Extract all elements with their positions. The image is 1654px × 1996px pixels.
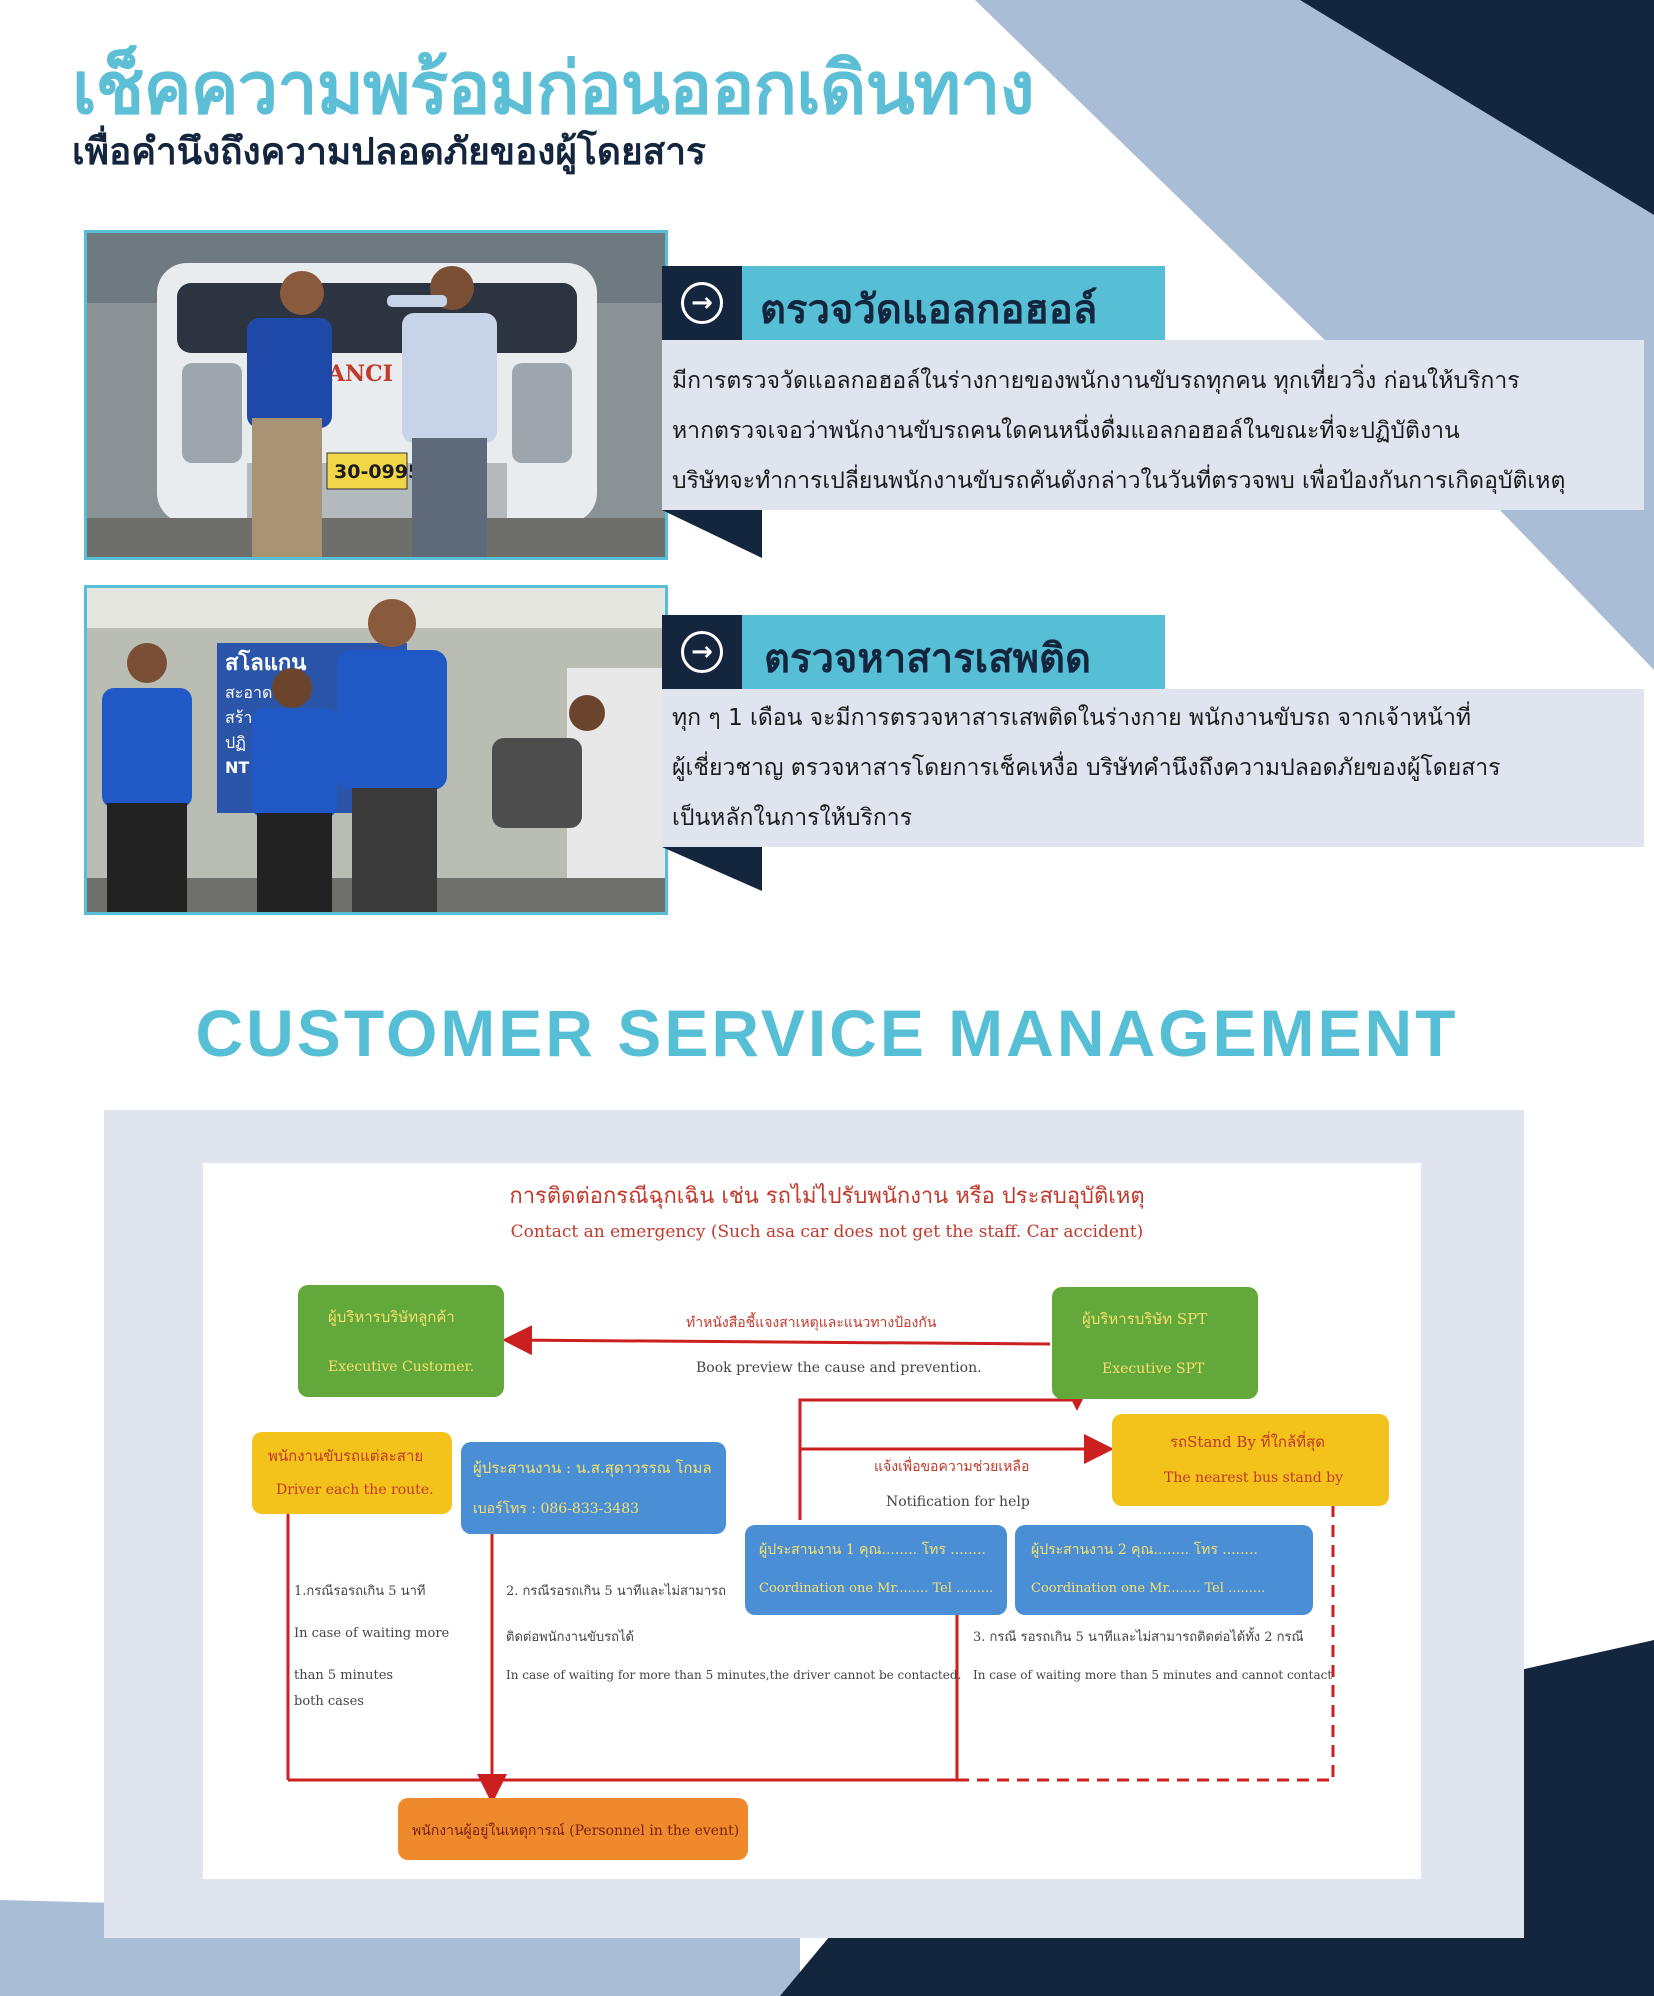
coordinator-2-th: ผู้ประสานงาน 2 คุณ........ โทร ........ (1031, 1542, 1258, 1558)
slogan-line-2: สร้าง (225, 708, 260, 727)
case1-line-2: In case of waiting more (294, 1626, 450, 1641)
coordinator-2-en: Coordination one Mr........ Tel ........… (1031, 1581, 1266, 1596)
exec-customer-en: Executive Customer. (328, 1359, 475, 1375)
section-drug-header: ตรวจหาสารเสพติด (742, 615, 1165, 689)
driver-th: พนักงานขับรถแต่ละสาย (268, 1447, 424, 1465)
page-subtitle: เพื่อคำนึงถึงความปลอดภัยของผู้โดยสาร (72, 130, 706, 173)
standby-box: รถStand By ที่ใกล้ที่สุด The nearest bus… (1112, 1414, 1389, 1506)
arrow-right-circle-icon: → (681, 631, 723, 673)
case1-line-1: 1.กรณีรอรถเกิน 5 นาที (294, 1584, 426, 1599)
alcohol-line-2: หากตรวจเจอว่าพนักงานขับรถคนใดคนหนึ่งดื่ม… (672, 418, 1460, 444)
case1-line-4: both cases (294, 1694, 364, 1709)
alcohol-test-illustration: SANCI 30-0995 (87, 233, 665, 557)
notify-th: แจ้งเพื่อขอความช่วยเหลือ (874, 1459, 1030, 1475)
case1-line-3: than 5 minutes (294, 1668, 394, 1683)
drug-line-2: ผู้เชี่ยวชาญ ตรวจหาสารโดยการเช็คเหงื่อ บ… (672, 755, 1501, 781)
notify-en: Notification for help (886, 1494, 1030, 1510)
coordinator-2-box: ผู้ประสานงาน 2 คุณ........ โทร ........ … (1015, 1525, 1313, 1615)
personnel-label: พนักงานผู้อยู่ในเหตุการณ์ (Personnel in … (412, 1823, 740, 1839)
license-plate-text: 30-0995 (334, 461, 421, 483)
flowchart-sheet (203, 1163, 1421, 1879)
book-th: ทำหนังสือชี้แจงสาเหตุและแนวทางป้องกัน (686, 1315, 937, 1331)
page-title: เช็คความพร้อมก่อนออกเดินทาง (72, 46, 1035, 130)
coordinator-1-en: Coordination one Mr........ Tel ........… (759, 1581, 994, 1596)
photo-alcohol-test: SANCI 30-0995 (84, 230, 668, 560)
alcohol-line-1: มีการตรวจวัดแอลกอฮอล์ในร่างกายของพนักงาน… (672, 368, 1520, 394)
exec-customer-th: ผู้บริหารบริษัทลูกค้า (328, 1308, 455, 1326)
slogan-line-4: NT (225, 758, 249, 777)
coordinator-box: ผู้ประสานงาน : น.ส.สุดาวรรณ โกมล เบอร์โท… (461, 1442, 726, 1534)
case2-line-2: ติดต่อพนักงานขับรถได้ (506, 1630, 634, 1645)
drug-line-1: ทุก ๆ 1 เดือน จะมีการตรวจหาสารเสพติดในร่… (672, 705, 1472, 731)
section-alcohol-icon-box: → (662, 266, 742, 340)
personnel-box: พนักงานผู้อยู่ในเหตุการณ์ (Personnel in … (398, 1798, 748, 1860)
coordinator-name: ผู้ประสานงาน : น.ส.สุดาวรรณ โกมล (473, 1459, 712, 1477)
section-alcohol-body (662, 340, 1644, 510)
exec-customer-box: ผู้บริหารบริษัทลูกค้า Executive Customer… (298, 1285, 504, 1397)
drug-line-3: เป็นหลักในการให้บริการ (672, 805, 913, 831)
coordinator-1-th: ผู้ประสานงาน 1 คุณ........ โทร ........ (759, 1542, 986, 1558)
standby-en: The nearest bus stand by (1164, 1470, 1344, 1486)
case3-line-2: In case of waiting more than 5 minutes a… (973, 1668, 1333, 1682)
section-alcohol-title: ตรวจวัดแอลกอฮอล์ (760, 287, 1098, 333)
exec-spt-en: Executive SPT (1102, 1361, 1205, 1377)
coordinator-1-box: ผู้ประสานงาน 1 คุณ........ โทร ........ … (745, 1525, 1007, 1615)
section-drug-title: ตรวจหาสารเสพติด (764, 636, 1091, 682)
section-drug-icon-box: → (662, 615, 742, 689)
alcohol-line-3: บริษัทจะทำการเปลี่ยนพนักงานขับรถคันดังกล… (672, 468, 1566, 494)
exec-spt-th: ผู้บริหารบริษัท SPT (1082, 1310, 1208, 1328)
flow-title-th: การติดต่อกรณีฉุกเฉิน เช่น รถไม่ไปรับพนัก… (509, 1184, 1145, 1209)
section-drug-body (662, 689, 1644, 847)
flow-title-en: Contact an emergency (Such asa car does … (510, 1222, 1144, 1242)
slogan-line-3: ปฏิ (225, 733, 246, 752)
standby-th: รถStand By ที่ใกล้ที่สุด (1170, 1433, 1325, 1451)
photo-drug-test: สโลแกน สะอาด สะ สร้าง ปฏิ NT (84, 585, 668, 915)
driver-box: พนักงานขับรถแต่ละสาย Driver each the rou… (252, 1432, 452, 1514)
drug-test-illustration: สโลแกน สะอาด สะ สร้าง ปฏิ NT (87, 588, 665, 912)
section-alcohol-header: ตรวจวัดแอลกอฮอล์ (742, 266, 1165, 340)
case2-line-3: In case of waiting for more than 5 minut… (506, 1668, 962, 1682)
book-en: Book preview the cause and prevention. (696, 1360, 982, 1376)
case2-line-1: 2. กรณีรอรถเกิน 5 นาทีและไม่สามารถ (506, 1584, 726, 1599)
case3-line-1: 3. กรณี รอรถเกิน 5 นาทีและไม่สามารถติดต่… (973, 1630, 1304, 1645)
exec-spt-box: ผู้บริหารบริษัท SPT Executive SPT (1052, 1287, 1258, 1399)
csm-heading: CUSTOMER SERVICE MANAGEMENT (195, 996, 1459, 1070)
alcohol-corner-tab (662, 510, 762, 558)
arrow-right-circle-icon: → (681, 282, 723, 324)
driver-en: Driver each the route. (276, 1482, 434, 1498)
drug-corner-tab (662, 847, 762, 891)
coordinator-phone: เบอร์โทร : 086-833-3483 (473, 1501, 640, 1517)
